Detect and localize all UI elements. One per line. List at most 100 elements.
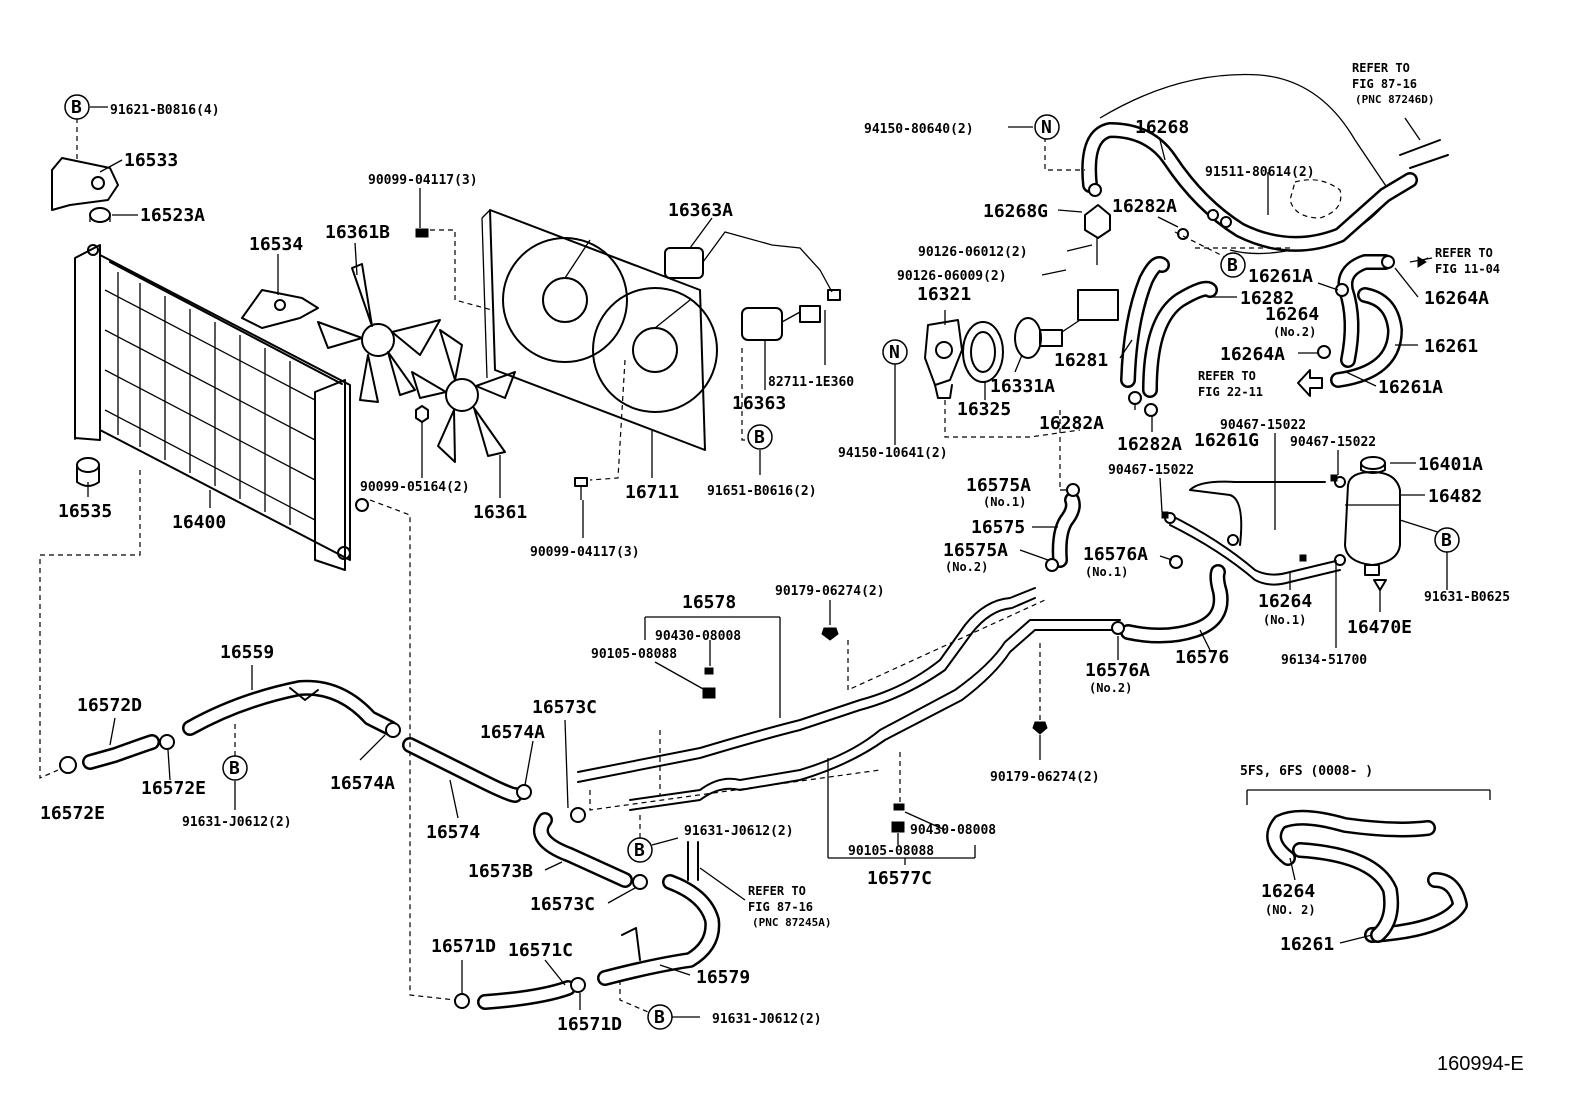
bolt-symbol: B — [1434, 527, 1460, 553]
hose-16575 — [1051, 492, 1081, 568]
bolt-symbol: B — [747, 424, 773, 450]
position-note: (No.2) — [1273, 325, 1316, 339]
callout: 16264 — [1265, 304, 1319, 325]
position-note: (No.1) — [983, 495, 1026, 509]
svg-text:B: B — [71, 97, 82, 118]
callout: 16264A — [1424, 288, 1489, 309]
reference-notes: REFER TO FIG 87-16 (PNC 87246D) REFER TO… — [748, 61, 1500, 929]
reference-text: FIG 87-16 — [748, 900, 813, 914]
pipe-bolts — [702, 474, 1338, 833]
callout: 16268G — [983, 201, 1048, 222]
callout: 90105-08088 — [848, 844, 934, 859]
diagram-id: 160994-E — [1437, 1053, 1524, 1075]
hose-16261 — [1330, 287, 1403, 388]
position-note: (No.1) — [1085, 565, 1128, 579]
callout: 16282A — [1039, 413, 1104, 434]
reference-text: FIG 87-16 — [1352, 77, 1417, 91]
hose-16574 — [402, 737, 523, 803]
callout: 16577C — [867, 868, 932, 889]
callout-labels: 91621-B0816(4) 16533 16523A 16534 16361B… — [40, 103, 1510, 1035]
nut-symbol: N — [1034, 114, 1060, 140]
callout: 91631-J0612(2) — [712, 1012, 822, 1027]
svg-text:B: B — [634, 840, 645, 861]
hose-16572d — [82, 734, 160, 770]
callout: 91621-B0816(4) — [110, 103, 220, 118]
callout: 16574A — [480, 722, 545, 743]
callout: 16576A — [1083, 544, 1148, 565]
callout: 16363A — [668, 200, 733, 221]
callout: 16361B — [325, 222, 390, 243]
callout: 16579 — [696, 967, 750, 988]
callout: 16261A — [1248, 266, 1313, 287]
callout: 16325 — [957, 399, 1011, 420]
bolt-symbol: B — [647, 1004, 673, 1030]
svg-text:B: B — [654, 1007, 665, 1028]
callout: 16571D — [431, 936, 496, 957]
inset-hose-16264 — [1266, 809, 1436, 866]
water-inlet-16321 — [924, 319, 963, 399]
upper-bracket-16533 — [51, 157, 119, 211]
callout: 16574A — [330, 773, 395, 794]
fan-shroud-16711 — [481, 209, 718, 451]
callout: 16282A — [1112, 196, 1177, 217]
radiator-part — [74, 244, 369, 571]
callout: 91631-J0612(2) — [684, 824, 794, 839]
reference-text: REFER TO — [1435, 246, 1493, 260]
water-pipe-16578 — [577, 587, 1036, 783]
reference-text: REFER TO — [1198, 369, 1256, 383]
position-note: (No.2) — [1089, 681, 1132, 695]
cushion-16523a — [89, 207, 111, 223]
callout: 16575A — [943, 540, 1008, 561]
callout: 16264 — [1261, 881, 1315, 902]
callout: 94150-10641(2) — [838, 446, 948, 461]
callout: 16261A — [1378, 377, 1443, 398]
callout: 16571C — [508, 940, 573, 961]
outlet-16268g — [1077, 204, 1119, 321]
reference-arrows — [1297, 256, 1427, 397]
hose-16282 — [1142, 280, 1218, 398]
reference-text: (PNC 87246D) — [1355, 93, 1434, 106]
callout: 82711-1E360 — [768, 375, 854, 390]
position-note: (No.1) — [1263, 613, 1306, 627]
callout: 90126-06009(2) — [897, 269, 1007, 284]
callout: 16282A — [1117, 434, 1182, 455]
callout: 90430-08008 — [910, 823, 996, 838]
callout: 91511-80614(2) — [1205, 165, 1315, 180]
callout: 91631-J0612(2) — [182, 815, 292, 830]
hose-16559 — [182, 679, 398, 736]
inset-hose-16261 — [1292, 842, 1468, 943]
callout: 16573C — [530, 894, 595, 915]
callout: 16268 — [1135, 117, 1189, 138]
hose-16571c — [477, 980, 576, 1010]
callout: 16523A — [140, 205, 205, 226]
callout: 94150-80640(2) — [864, 122, 974, 137]
position-note: (NO. 2) — [1265, 903, 1316, 917]
fan-16361b — [317, 263, 441, 403]
svg-text:B: B — [754, 427, 765, 448]
reference-text: FIG 11-04 — [1435, 262, 1500, 276]
fan-motor-16363a — [664, 231, 841, 301]
reference-text: REFER TO — [748, 884, 806, 898]
callout: 91651-B0616(2) — [707, 484, 817, 499]
callout: 16321 — [917, 284, 971, 305]
svg-text:B: B — [229, 758, 240, 779]
callout: 90099-04117(3) — [368, 173, 478, 188]
reference-text: (PNC 87245A) — [752, 916, 831, 929]
callout: 16576 — [1175, 647, 1229, 668]
hose-16576 — [1120, 564, 1229, 644]
callout: 16575A — [966, 475, 1031, 496]
hose-16264-no2 — [1337, 254, 1393, 368]
callout: 90179-06274(2) — [775, 584, 885, 599]
callout: 16533 — [124, 150, 178, 171]
position-note: (No.2) — [945, 560, 988, 574]
fan-16361 — [411, 329, 516, 463]
callout: 16282 — [1240, 288, 1294, 309]
pipe-to-fig-87-16 — [687, 841, 699, 881]
callout: 16331A — [990, 376, 1055, 397]
hose-16261g — [1189, 480, 1326, 546]
callout: 90105-08088 — [591, 647, 677, 662]
callout: 16361 — [473, 502, 527, 523]
callout: 16578 — [682, 592, 736, 613]
callout: 90099-05164(2) — [360, 480, 470, 495]
